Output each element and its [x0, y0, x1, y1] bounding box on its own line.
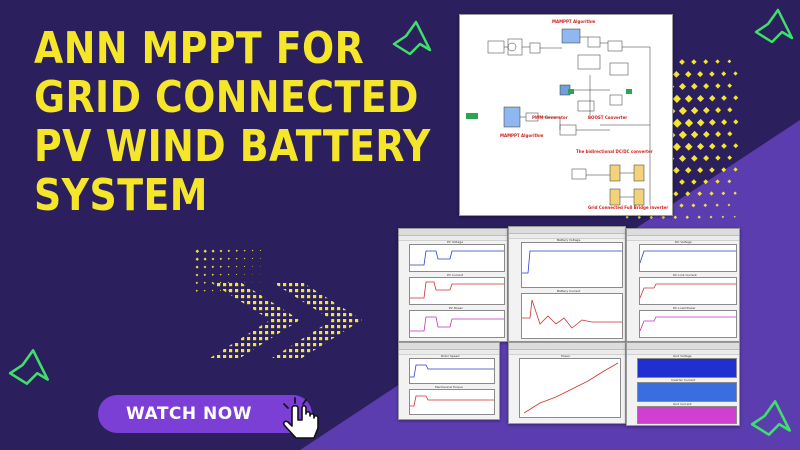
model-label-1: MAMPPT Algorithm [552, 19, 596, 24]
matlab-logo-icon [750, 400, 791, 436]
model-label-5: The bidirectional DC/DC converter [576, 149, 653, 154]
title-line-4: SYSTEM [34, 170, 208, 221]
plot-title: PV Voltage [447, 240, 464, 244]
plot-title: Mechanical Torque [435, 385, 463, 389]
model-label-2: MAMPPT Algorithm [500, 133, 544, 138]
plot-title: DC Voltage [675, 240, 692, 244]
plot-title: DC Link Current [673, 273, 697, 277]
plot-title: Grid Current [673, 402, 692, 406]
title-line-1: ANN MPPT FOR [34, 23, 365, 74]
scope-window-wind: Rotor Speed Mechanical Torque [398, 342, 500, 420]
watch-now-button[interactable]: WATCH NOW [98, 395, 312, 433]
scope-window-pv: PV Voltage PV Current PV Power [398, 228, 508, 342]
plot-title: Battery Current [557, 289, 581, 293]
simulink-model-window: MAMPPT Algorithm MAMPPT Algorithm PWM Ge… [459, 14, 673, 216]
model-label-3: PWM Generator [532, 115, 568, 120]
matlab-logo-icon [392, 20, 432, 56]
plot-title: Rotor Speed [441, 354, 460, 358]
scope-window-battery: Battery Voltage Battery Current [508, 226, 626, 342]
cursor-hand-icon [282, 397, 319, 439]
model-label-4: BOOST Converter [588, 115, 628, 120]
title-line-3: PV WIND BATTERY [34, 121, 431, 172]
plot-title: Grid Voltage [673, 354, 692, 358]
watch-now-label: WATCH NOW [126, 404, 252, 424]
matlab-logo-icon [8, 349, 49, 385]
scope-window-dc: DC Voltage DC Link Current DC Load Power [626, 228, 740, 342]
model-diagram [466, 28, 651, 206]
plot-title: PV Current [447, 273, 464, 277]
plot-title: Inverter Current [671, 378, 696, 382]
plot-title: Battery Voltage [557, 238, 581, 242]
scope-window-grid: Grid Voltage Inverter Current Grid Curre… [626, 342, 740, 426]
plot-title: Power [561, 354, 571, 358]
plot-title: DC Load Power [673, 306, 696, 310]
plot-title: PV Power [449, 306, 463, 310]
video-title: ANN MPPT FOR GRID CONNECTED PV WIND BATT… [34, 23, 431, 221]
model-label-6: Grid Connected Full Bridge Inverter [588, 205, 669, 210]
title-line-2: GRID CONNECTED [34, 72, 419, 123]
matlab-logo-icon [754, 8, 794, 44]
scope-window-power: Power [508, 342, 626, 424]
